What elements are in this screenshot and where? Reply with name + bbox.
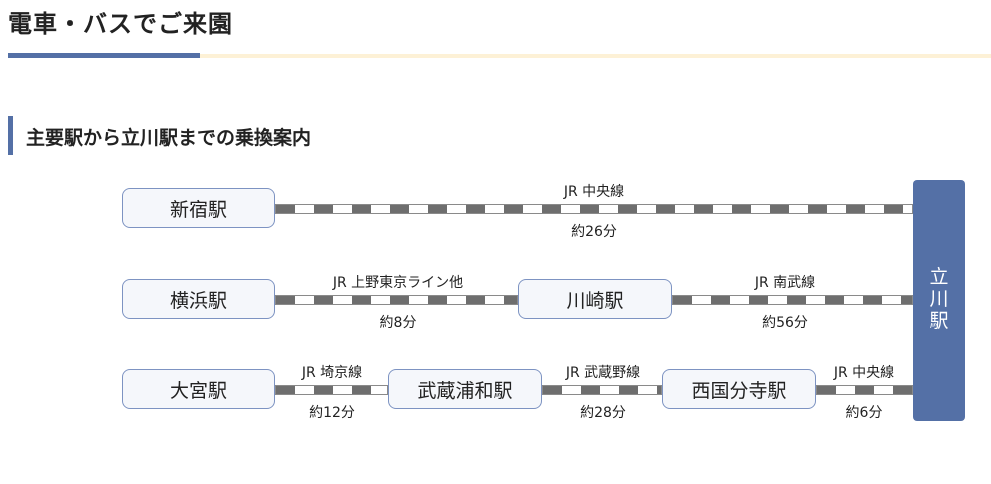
line-label: JR 埼京線 bbox=[301, 365, 363, 381]
title-underline-accent bbox=[8, 53, 200, 58]
station-yokohama: 横浜駅 bbox=[122, 279, 275, 319]
section-title: 主要駅から立川駅までの乗換案内 bbox=[26, 127, 312, 149]
station-nishikokubunji: 西国分寺駅 bbox=[662, 369, 816, 409]
station-shinjuku: 新宿駅 bbox=[122, 188, 275, 228]
destination-char: 駅 bbox=[929, 310, 949, 332]
time-label: 約56分 bbox=[762, 315, 808, 331]
track-nambu bbox=[672, 295, 913, 305]
track-saikyo bbox=[275, 385, 388, 395]
destination-char: 川 bbox=[929, 288, 949, 310]
time-label: 約12分 bbox=[309, 405, 355, 421]
line-label: JR 武蔵野線 bbox=[565, 365, 641, 381]
time-label: 約26分 bbox=[571, 224, 617, 240]
line-label: JR 上野東京ライン他 bbox=[332, 275, 464, 291]
page-title: 電車・バスでご来園 bbox=[8, 10, 233, 38]
track-ueno-tokyo bbox=[275, 295, 518, 305]
station-kawasaki: 川崎駅 bbox=[518, 279, 672, 319]
line-label: JR 中央線 bbox=[833, 365, 895, 381]
time-label: 約28分 bbox=[580, 405, 626, 421]
time-label: 約6分 bbox=[845, 405, 883, 421]
line-label: JR 中央線 bbox=[563, 184, 625, 200]
track-musashino bbox=[542, 385, 662, 395]
time-label: 約8分 bbox=[379, 315, 417, 331]
line-label: JR 南武線 bbox=[754, 275, 816, 291]
station-tachikawa: 立 川 駅 bbox=[913, 180, 965, 421]
station-musashiurawa: 武蔵浦和駅 bbox=[388, 369, 542, 409]
destination-char: 立 bbox=[929, 266, 949, 288]
title-underline bbox=[200, 54, 991, 58]
track-chuo-2 bbox=[816, 385, 913, 395]
section-marker bbox=[8, 116, 13, 155]
station-omiya: 大宮駅 bbox=[122, 369, 275, 409]
track-chuo bbox=[275, 204, 913, 214]
